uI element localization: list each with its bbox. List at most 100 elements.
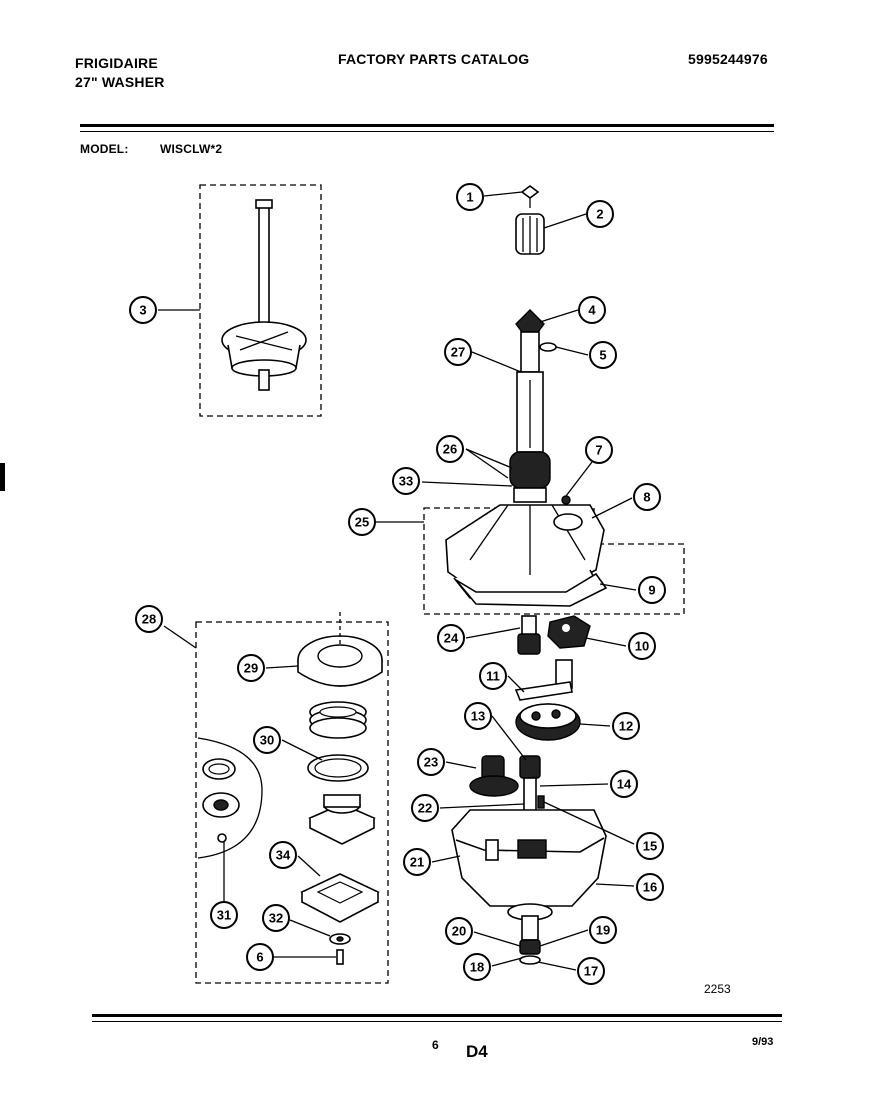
callout-10: 10 (628, 632, 656, 660)
header-rule-thick (80, 124, 774, 127)
svg-text:2: 2 (596, 207, 603, 222)
part-screw-1 (520, 185, 540, 208)
callout-12: 12 (612, 712, 640, 740)
callout-23: 23 (417, 748, 445, 776)
svg-text:12: 12 (619, 719, 633, 734)
callout-4: 4 (578, 296, 606, 324)
svg-text:15: 15 (643, 839, 657, 854)
svg-text:11: 11 (486, 669, 500, 684)
model-label: MODEL: (80, 142, 129, 156)
callout-13: 13 (464, 702, 492, 730)
svg-text:33: 33 (399, 474, 413, 489)
callout-28: 28 (135, 605, 163, 633)
callout-32: 32 (262, 904, 290, 932)
part-shaft-end (519, 915, 541, 965)
svg-text:21: 21 (410, 855, 424, 870)
callout-11: 11 (479, 662, 507, 690)
callout-34: 34 (269, 841, 297, 869)
svg-text:23: 23 (424, 755, 438, 770)
svg-text:34: 34 (276, 848, 291, 863)
product-name: 27" WASHER (75, 74, 165, 90)
callout-18: 18 (463, 953, 491, 981)
callout-14: 14 (610, 770, 638, 798)
footer-rule-thin (92, 1021, 782, 1022)
svg-text:3: 3 (139, 303, 146, 318)
footer-rule-thick (92, 1014, 782, 1017)
svg-text:7: 7 (595, 443, 602, 458)
part-transmission-assembly (221, 199, 307, 391)
part-agitator-shaft (509, 309, 557, 503)
svg-text:4: 4 (588, 303, 596, 318)
callout-17: 17 (577, 957, 605, 985)
callout-16: 16 (636, 873, 664, 901)
part-bearing-inset (197, 737, 263, 859)
o-ring-inner (314, 758, 362, 778)
callout-7: 7 (585, 436, 613, 464)
svg-text:18: 18 (470, 960, 484, 975)
margin-mark (0, 463, 5, 491)
callout-27: 27 (444, 338, 472, 366)
callout-25: 25 (348, 508, 376, 536)
brand-name: FRIGIDAIRE (75, 55, 158, 71)
callout-5: 5 (589, 341, 617, 369)
print-date: 9/93 (752, 1036, 774, 1048)
callout-33: 33 (392, 467, 420, 495)
part-pinion-gear (517, 615, 541, 655)
svg-text:27: 27 (451, 345, 465, 360)
part-spring-seal (309, 701, 367, 739)
part-agitator-cap (515, 213, 545, 255)
callout-31: 31 (210, 901, 238, 929)
callout-3: 3 (129, 296, 157, 324)
svg-text:9: 9 (648, 583, 655, 598)
part-gasket (300, 873, 380, 923)
callout-30: 30 (253, 726, 281, 754)
callout-1: 1 (456, 183, 484, 211)
svg-text:1: 1 (466, 190, 473, 205)
svg-text:19: 19 (596, 923, 610, 938)
svg-text:20: 20 (452, 924, 466, 939)
catalog-number: 5995244976 (688, 51, 768, 67)
callout-9: 9 (638, 576, 666, 604)
svg-text:17: 17 (584, 964, 598, 979)
header-rule-thin (80, 131, 774, 132)
part-gear-case (451, 809, 607, 921)
callout-19: 19 (589, 916, 617, 944)
svg-text:26: 26 (443, 442, 457, 457)
part-bearing-housing (308, 794, 376, 845)
svg-text:29: 29 (244, 661, 258, 676)
svg-text:6: 6 (256, 950, 263, 965)
part-crank (514, 659, 573, 701)
part-cover-gasket (455, 572, 608, 607)
leader-lines (158, 191, 637, 971)
callout-2: 2 (586, 200, 614, 228)
svg-text:10: 10 (635, 639, 649, 654)
callout-15: 15 (636, 832, 664, 860)
svg-text:22: 22 (418, 801, 432, 816)
svg-text:25: 25 (355, 515, 369, 530)
svg-text:32: 32 (269, 911, 283, 926)
svg-text:24: 24 (444, 631, 459, 646)
washer-hole (336, 936, 344, 942)
model-value: WISCLW*2 (160, 142, 223, 156)
catalog-title: FACTORY PARTS CATALOG (338, 51, 530, 67)
page-number: 6 (432, 1038, 439, 1052)
svg-text:28: 28 (142, 612, 156, 627)
callout-8: 8 (633, 483, 661, 511)
svg-text:31: 31 (217, 908, 231, 923)
part-cam (547, 615, 591, 649)
svg-text:13: 13 (471, 709, 485, 724)
callout-26: 26 (436, 435, 464, 463)
callout-6: 6 (246, 943, 274, 971)
section-code: D4 (466, 1042, 488, 1061)
svg-text:5: 5 (599, 348, 606, 363)
part-screw-6 (336, 949, 344, 965)
callout-29: 29 (237, 654, 265, 682)
callout-24: 24 (437, 624, 465, 652)
assembly-box-3 (199, 184, 322, 417)
part-main-gear (515, 703, 581, 741)
part-seal-ring (297, 635, 383, 687)
diagram-number: 2253 (704, 982, 731, 996)
callout-20: 20 (445, 917, 473, 945)
svg-text:30: 30 (260, 733, 274, 748)
